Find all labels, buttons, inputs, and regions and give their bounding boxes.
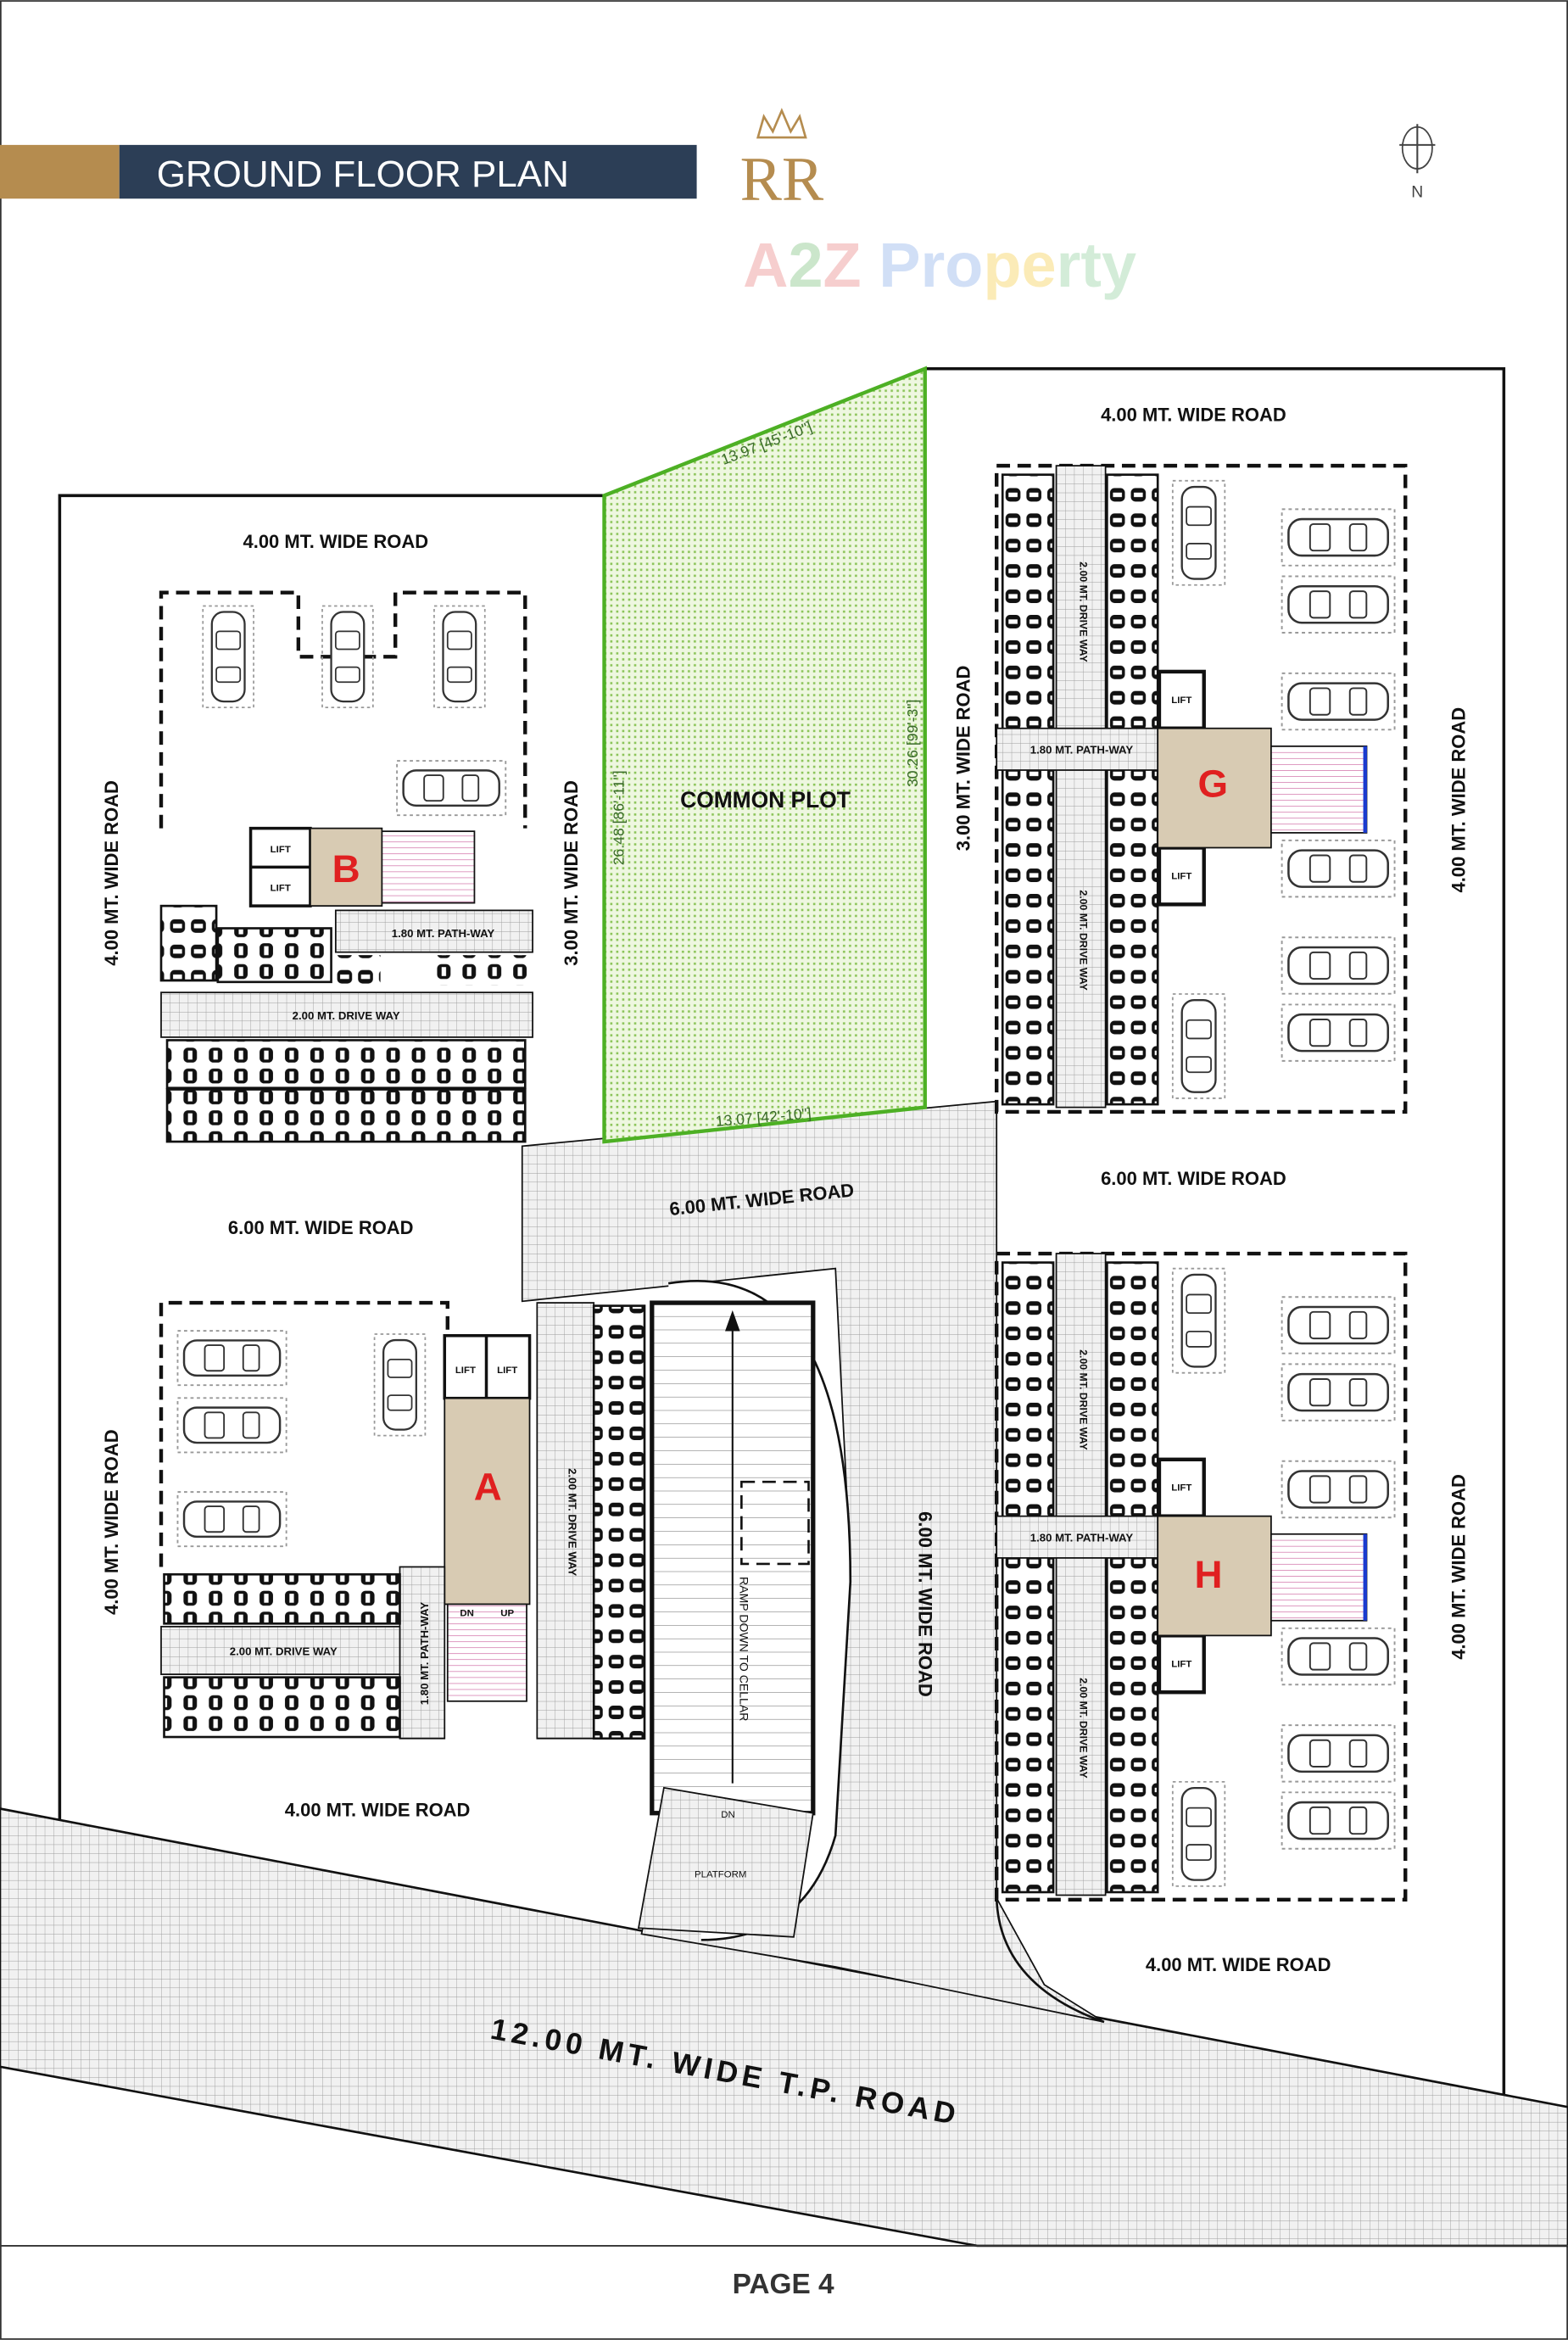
road-label: 6.00 MT. WIDE ROAD — [1101, 1168, 1286, 1189]
plan-label: UP — [500, 1609, 514, 1619]
road-label: 4.00 MT. WIDE ROAD — [1448, 707, 1470, 893]
plan-label: LIFT — [271, 845, 291, 855]
plan-label: LIFT — [1171, 871, 1191, 881]
plan-label: LIFT — [1171, 1483, 1191, 1494]
watermark: A2Z Property — [743, 230, 1136, 300]
block-h: 2.00 MT. DRIVE WAY 2.00 MT. DRIVE WAY 1.… — [994, 1251, 1408, 1902]
road-label: 4.00 MT. WIDE ROAD — [1101, 404, 1286, 425]
title-banner: GROUND FLOOR PLAN — [0, 144, 697, 199]
platform — [637, 1786, 814, 1938]
road-label: 4.00 MT. WIDE ROAD — [285, 1799, 471, 1820]
plan-label: DN — [460, 1609, 473, 1619]
plan-label: 1.80 MT. PATH-WAY — [392, 927, 495, 940]
block-letter-a: A — [474, 1465, 502, 1508]
plan-label: LIFT — [1171, 695, 1191, 706]
plan-label: 2.00 MT. DRIVE WAY — [1078, 1678, 1090, 1778]
plan-label: 2.00 MT. DRIVE WAY — [293, 1009, 400, 1022]
block-a: LIFT LIFT A DN UP 1.80 MT. PATH-WAY 2.00 M… — [159, 1300, 646, 1740]
plan-label: 2.00 MT. DRIVE WAY — [1078, 890, 1090, 990]
block-g: 2.00 MT. DRIVE WAY 2.00 MT. DRIVE WAY 1.… — [994, 463, 1408, 1114]
block-letter-h: H — [1194, 1553, 1222, 1596]
page-number: PAGE 4 — [733, 2269, 834, 2300]
plan-label: LIFT — [1171, 1659, 1191, 1669]
road-label: 3.00 MT. WIDE ROAD — [561, 780, 582, 966]
plan-label: 2.00 MT. DRIVE WAY — [1078, 561, 1090, 662]
dim-right: 30.26 [99'-3"] — [904, 700, 921, 787]
plan-label: 2.00 MT. DRIVE WAY — [1078, 1349, 1090, 1449]
ramp-dn-label: DN — [721, 1810, 734, 1820]
plan-label: LIFT — [271, 884, 291, 894]
plan-label: RAMP DOWN TO CELLAR — [738, 1577, 751, 1721]
north-compass-icon: N — [1399, 124, 1436, 201]
plan-label: 2.00 MT. DRIVE WAY — [566, 1468, 578, 1576]
road-label: 4.00 MT. WIDE ROAD — [243, 531, 429, 552]
plan-label: 1.80 MT. PATH-WAY — [1030, 1532, 1134, 1544]
rr-logo: RR — [740, 108, 824, 214]
road-label: 4.00 MT. WIDE ROAD — [101, 780, 122, 966]
road-label: 4.00 MT. WIDE ROAD — [1448, 1474, 1470, 1660]
road-label: 6.00 MT. WIDE ROAD — [915, 1511, 936, 1697]
plan-label: 1.80 MT. PATH-WAY — [1030, 744, 1134, 757]
block-letter-b: B — [332, 847, 360, 891]
road-label: 3.00 MT. WIDE ROAD — [953, 666, 974, 852]
plan-label: LIFT — [455, 1365, 476, 1376]
plan-label: 2.00 MT. DRIVE WAY — [230, 1645, 338, 1657]
common-plot — [602, 366, 927, 1144]
dim-left: 26.48 [86'-11"] — [610, 770, 627, 865]
north-label: N — [1411, 182, 1423, 201]
road-label: 6.00 MT. WIDE ROAD — [228, 1217, 414, 1238]
common-plot-label: COMMON PLOT — [680, 787, 851, 813]
plan-label: PLATFORM — [695, 1869, 746, 1879]
svg-text:RR: RR — [740, 144, 824, 214]
plan-label: LIFT — [497, 1365, 517, 1376]
block-b: LIFT LIFT B 1.80 MT. PATH-WAY 2.00 MT. DR… — [159, 590, 533, 1143]
page-title: GROUND FLOOR PLAN — [157, 154, 569, 195]
road-label: 4.00 MT. WIDE ROAD — [101, 1429, 122, 1615]
block-letter-g: G — [1198, 762, 1229, 806]
road-curve — [995, 1897, 1105, 2024]
road-label: 4.00 MT. WIDE ROAD — [1146, 1954, 1331, 1975]
ramp-to-cellar: RAMP DOWN TO CELLAR DN PLATFORM — [637, 1300, 816, 1938]
plan-label: 1.80 MT. PATH-WAY — [418, 1602, 431, 1706]
